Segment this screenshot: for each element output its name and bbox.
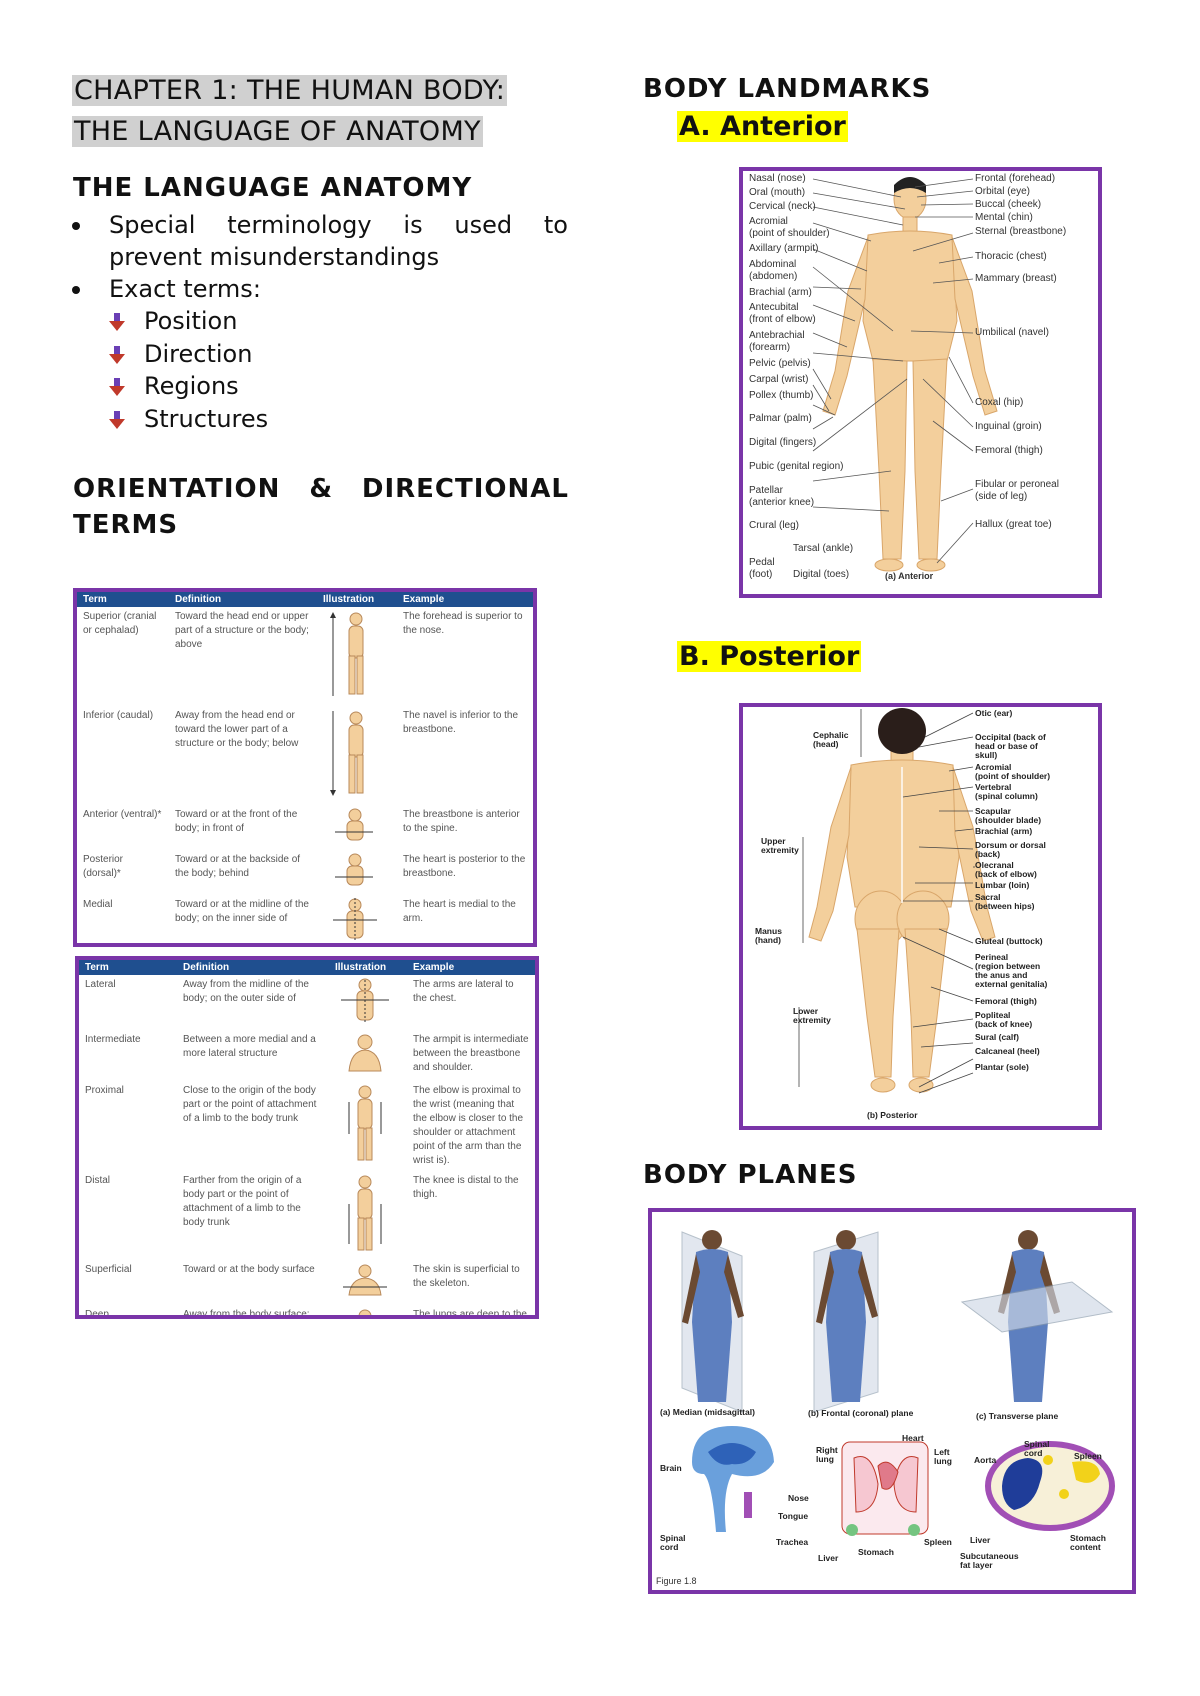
section-heading-language: THE LANGUAGE ANATOMY xyxy=(73,173,473,203)
body-illustration xyxy=(317,706,397,805)
body-illustration xyxy=(317,607,397,706)
arrow-down-icon xyxy=(109,378,125,396)
figure-median-plane xyxy=(681,1230,744,1413)
sub-item: Regions xyxy=(72,370,568,403)
torso-illustration xyxy=(329,975,407,1030)
table-header: Example xyxy=(397,592,533,607)
terms-table: Term Definition Illustration Example Sup… xyxy=(77,592,533,943)
table-row: Superior (cranial or cephalad) Toward th… xyxy=(77,607,533,706)
table-row: Intermediate Between a more medial and a… xyxy=(79,1030,535,1081)
bullet-item: Special terminology is used to prevent m… xyxy=(72,209,568,273)
torso-illustration xyxy=(329,1305,407,1315)
posterior-body-illustration xyxy=(798,708,996,1094)
table-row: Distal Farther from the origin of a body… xyxy=(79,1171,535,1260)
arrow-down-icon xyxy=(109,410,125,429)
sub-item: Direction xyxy=(72,338,568,371)
table-row: Lateral Away from the midline of the bod… xyxy=(79,975,535,1030)
table-row: Proximal Close to the origin of the body… xyxy=(79,1081,535,1171)
table-header: Definition xyxy=(169,592,317,607)
table-row: Superficial Toward or at the body surfac… xyxy=(79,1260,535,1305)
table-header: Illustration xyxy=(317,592,397,607)
anterior-body-figure: Nasal (nose) Oral (mouth) Cervical (neck… xyxy=(739,167,1102,598)
chapter-title: CHAPTER 1: THE HUMAN BODY: THE LANGUAGE … xyxy=(72,70,572,152)
torso-illustration xyxy=(317,850,397,895)
arrow-down-icon xyxy=(109,313,125,331)
bullet-list: Special terminology is used to prevent m… xyxy=(72,209,568,435)
left-column: CHAPTER 1: THE HUMAN BODY: THE LANGUAGE … xyxy=(72,70,572,152)
torso-illustration xyxy=(317,895,397,943)
bullet1-line2: prevent misunderstandings xyxy=(109,243,440,271)
posterior-label: B. Posterior xyxy=(677,641,862,672)
chapter-title-line1: CHAPTER 1: THE HUMAN BODY: xyxy=(72,75,508,106)
section-transverse xyxy=(985,1441,1115,1531)
table-header: Illustration xyxy=(329,960,407,975)
table-row: Deep Away from the body surface; more in… xyxy=(79,1305,535,1315)
figure-frontal-plane xyxy=(813,1230,879,1413)
table-header: Term xyxy=(77,592,169,607)
section-frontal xyxy=(841,1441,929,1536)
sub-item: Structures xyxy=(72,403,568,436)
directional-terms-table-1: Term Definition Illustration Example Sup… xyxy=(73,588,537,947)
body-illustration xyxy=(329,1081,407,1171)
table-row: Anterior (ventral)* Toward or at the fro… xyxy=(77,805,533,850)
table-header: Term xyxy=(79,960,177,975)
directional-terms-table-2: Term Definition Illustration Example Lat… xyxy=(75,956,539,1319)
posterior-body-figure: Cephalic (head) Upper extremity Manus (h… xyxy=(739,703,1102,1130)
body-planes-illustration xyxy=(681,1230,1115,1536)
anterior-body-illustration xyxy=(812,177,998,572)
body-planes-figure: (a) Median (midsagittal) (b) Frontal (co… xyxy=(648,1208,1136,1594)
body-illustration xyxy=(329,1171,407,1260)
arrow-down-icon xyxy=(109,345,125,364)
sub-item: Position xyxy=(72,305,568,338)
table-row: Posterior (dorsal)* Toward or at the bac… xyxy=(77,850,533,895)
bullet-icon xyxy=(72,286,80,294)
table-header: Definition xyxy=(177,960,329,975)
bullet-icon xyxy=(72,222,80,230)
section-heading-planes: BODY PLANES xyxy=(643,1160,858,1190)
section-median xyxy=(692,1426,774,1532)
sub-list: Position Direction Regions Structures xyxy=(72,305,568,435)
torso-illustration xyxy=(329,1030,407,1081)
terms-table: Term Definition Illustration Example Lat… xyxy=(79,960,535,1315)
torso-illustration xyxy=(329,1260,407,1305)
chapter-title-line2: THE LANGUAGE OF ANATOMY xyxy=(72,116,483,147)
table-row: Inferior (caudal) Away from the head end… xyxy=(77,706,533,805)
table-row: Medial Toward or at the midline of the b… xyxy=(77,895,533,943)
section-heading-landmarks: BODY LANDMARKS xyxy=(643,74,932,104)
figure-transverse-plane xyxy=(960,1230,1114,1402)
section-heading-orientation: ORIENTATION & DIRECTIONAL TERMS xyxy=(73,474,569,540)
table-header: Example xyxy=(407,960,535,975)
torso-illustration xyxy=(317,805,397,850)
bullet1-line1: Special terminology is used to xyxy=(109,211,568,239)
anterior-label: A. Anterior xyxy=(677,111,848,142)
bullet-item: Exact terms: xyxy=(72,273,568,305)
